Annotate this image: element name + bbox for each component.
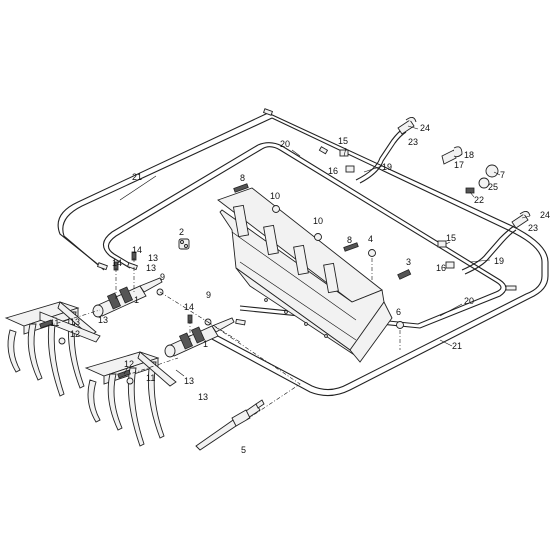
callout-23-top: 23	[408, 137, 418, 147]
cylinder-left	[92, 277, 163, 318]
callout-6: 6	[396, 307, 401, 317]
callout-10-mid: 10	[313, 216, 323, 226]
callout-15-top: 15	[338, 136, 348, 146]
bucket-brackets	[232, 204, 339, 294]
hose-21	[57, 112, 549, 397]
callout-14-right: 14	[184, 302, 194, 312]
callout-18: 18	[464, 150, 474, 160]
callout-11-right: 11	[146, 373, 155, 383]
hose-19-upper	[355, 127, 407, 184]
callout-9-right: 9	[206, 290, 211, 300]
hardware	[39, 117, 531, 385]
callout-13-c: 13	[98, 315, 108, 325]
callout-12-right: 12	[124, 359, 134, 369]
callout-19-right: 19	[494, 256, 504, 266]
pin-5	[195, 399, 265, 451]
callout-20-right: 20	[464, 296, 474, 306]
callout-1-left: 1	[134, 295, 139, 305]
callout-13-d: 13	[70, 317, 80, 327]
callout-22: 22	[474, 195, 484, 205]
bucket-holes	[264, 298, 328, 338]
callout-13-b: 13	[146, 263, 156, 273]
callout-4: 4	[368, 234, 373, 244]
callout-8-mid: 8	[347, 235, 352, 245]
callout-9-left: 9	[160, 272, 165, 282]
callout-19-top: 19	[382, 162, 392, 172]
grapple-right	[84, 351, 177, 447]
callout-21-right: 21	[452, 341, 462, 351]
hose-20	[102, 142, 515, 329]
callout-1-right: 1	[203, 339, 208, 349]
callout-23-right: 23	[528, 223, 538, 233]
callout-13-f: 13	[198, 392, 208, 402]
callout-10-top: 10	[270, 191, 280, 201]
callout-8-top: 8	[240, 173, 245, 183]
hose-19-lower	[461, 225, 517, 275]
callout-5: 5	[241, 445, 246, 455]
callout-14-left-b: 14	[112, 258, 122, 268]
callout-3: 3	[406, 257, 411, 267]
leader-lines	[119, 125, 531, 377]
callout-7: 7	[500, 170, 505, 180]
center-lines	[47, 258, 401, 421]
callout-25: 25	[488, 182, 498, 192]
callout-13-a: 13	[148, 253, 158, 263]
callout-24-right: 24	[540, 210, 550, 220]
callout-16-right: 16	[436, 263, 446, 273]
callouts: 21 21 20 20 19 19 15 15 16 16 24 24 23 2…	[50, 123, 550, 455]
hose-end-fittings	[96, 108, 517, 326]
callout-15-right: 15	[446, 233, 456, 243]
callout-13-e: 13	[184, 376, 194, 386]
bucket	[217, 187, 393, 363]
callout-20-top: 20	[280, 139, 290, 149]
callout-11-left: 11	[50, 318, 59, 328]
callout-14-left-a: 14	[132, 245, 142, 255]
cylinder-right	[164, 317, 235, 358]
callout-12-left: 12	[70, 329, 80, 339]
grapple-left	[4, 301, 101, 397]
callout-17: 17	[454, 160, 464, 170]
callout-21-left: 21	[132, 172, 142, 182]
callout-2: 2	[179, 227, 184, 237]
callout-24-top: 24	[420, 123, 430, 133]
callout-16-top: 16	[328, 166, 338, 176]
